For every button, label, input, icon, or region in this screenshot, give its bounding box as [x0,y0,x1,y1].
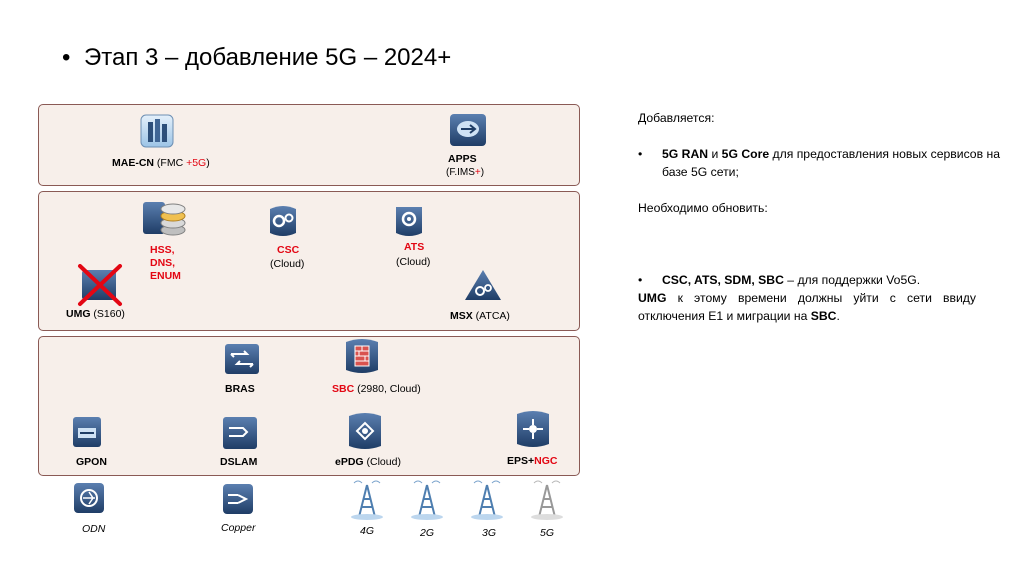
apps-label: APPS [448,153,477,165]
dslam-label: DSLAM [220,456,258,468]
access-layer-box [38,336,580,476]
top-layer-box [38,104,580,186]
bras-icon [225,344,259,374]
odn-splitter-icon [74,483,104,513]
umg-label: UMG (S160) [66,308,125,320]
eps-ngc-icon [517,411,549,447]
epdg-label: ePDG (Cloud) [335,456,401,468]
bullet-5g: •5G RAN и 5G Core для предоставления нов… [638,147,1000,179]
tower-5g-icon [531,480,563,520]
tower-2g-icon [411,480,443,520]
slide-title: • Этап 3 – добавление 5G – 2024+ [62,44,451,72]
bullet-vo5g: •CSC, ATS, SDM, SBC – для поддержки Vo5G… [638,273,921,287]
copper-splitter-icon [223,484,253,514]
umg-icon [78,264,122,306]
radio-5g-label: 5G [540,527,555,539]
gpon-label: GPON [76,456,107,468]
apps-sub-label: (F.IMS+) [446,167,485,178]
ats-sub-label: (Cloud) [396,256,431,268]
sbc-firewall-icon [346,339,378,373]
hss-label: HSS, DNS, ENUM [150,244,181,282]
title-text: Этап 3 – добавление 5G – 2024+ [84,44,452,71]
bullet-dot: • [638,273,643,287]
csc-sub-label: (Cloud) [270,258,305,270]
bras-label: BRAS [225,383,255,395]
ats-label: ATS [404,241,425,253]
msx-icon [465,270,501,300]
update-heading: Необходимо обновить: [638,201,768,215]
tower-3g-icon [471,480,503,520]
odn-label: ODN [82,523,106,535]
csc-gear-icon [270,206,296,236]
core-layer-box [38,191,580,331]
radio-2g-label: 2G [420,527,435,539]
added-heading: Добавляется: [638,111,715,125]
sbc-label: SBC (2980, Cloud) [332,383,421,395]
ats-gear-icon [396,207,422,236]
msx-label: MSX (ATCA) [450,310,510,322]
apps-icon [450,114,486,146]
umg-note: UMG к этому времени должны уйти с сети в… [638,291,976,323]
hss-database-icon [143,202,186,236]
tower-4g-icon [351,480,383,520]
dslam-icon [223,417,257,449]
mae-cn-icon [140,114,174,148]
gpon-olt-icon [73,417,101,447]
epdg-icon [349,413,381,449]
title-bullet: • [62,44,71,71]
mae-cn-label: MAE-CN (FMC +5G) [112,157,210,169]
radio-3g-label: 3G [482,527,497,539]
radio-4g-label: 4G [360,525,375,537]
bullet-dot: • [638,147,643,161]
eps-ngc-label: EPS+NGC [507,455,558,467]
csc-label: CSC [277,244,300,256]
copper-label: Copper [221,522,256,534]
